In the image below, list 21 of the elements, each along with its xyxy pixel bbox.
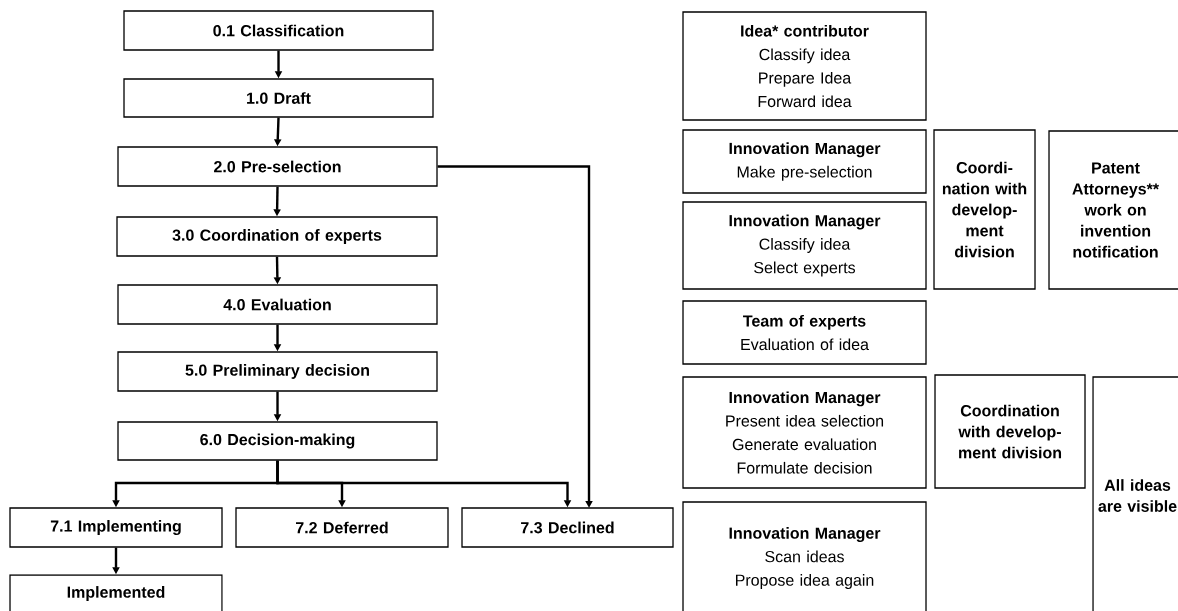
process-box: 7.3 Declined [461,507,674,548]
process-box: 0.1 Classification [123,10,434,51]
role-box: Innovation Manager Scan ideas Propose idea again [682,501,927,611]
role-box: Idea* contributor Classify idea Prepare Idea Forward idea [682,11,927,121]
process-box: Implemented [9,574,223,611]
process-box: 3.0 Coordination of experts [116,216,438,257]
role-box: Team of experts Evaluation of idea [682,300,927,365]
process-box: 2.0 Pre-selection [117,146,438,187]
role-box: Innovation Manager Make pre-selection [682,129,927,194]
process-box: 1.0 Draft [123,78,434,118]
process-box: 7.1 Implementing [9,507,223,548]
process-box: 4.0 Evaluation [117,284,438,325]
note-box: All ideas are visible [1092,376,1178,611]
note-box: Coordination with develop- ment division [934,374,1086,489]
role-box: Innovation Manager Classify idea Select experts [682,201,927,290]
process-box: 7.2 Deferred [235,507,449,548]
note-box: Coordi- nation with develop- ment division [933,129,1036,290]
role-box: Innovation Manager Present idea selection Generate evaluation Formulate decision [682,376,927,489]
note-box: Patent Attorneys** work on invention notification [1048,130,1178,290]
process-box: 5.0 Preliminary decision [117,351,438,392]
process-box: 6.0 Decision-making [117,421,438,461]
